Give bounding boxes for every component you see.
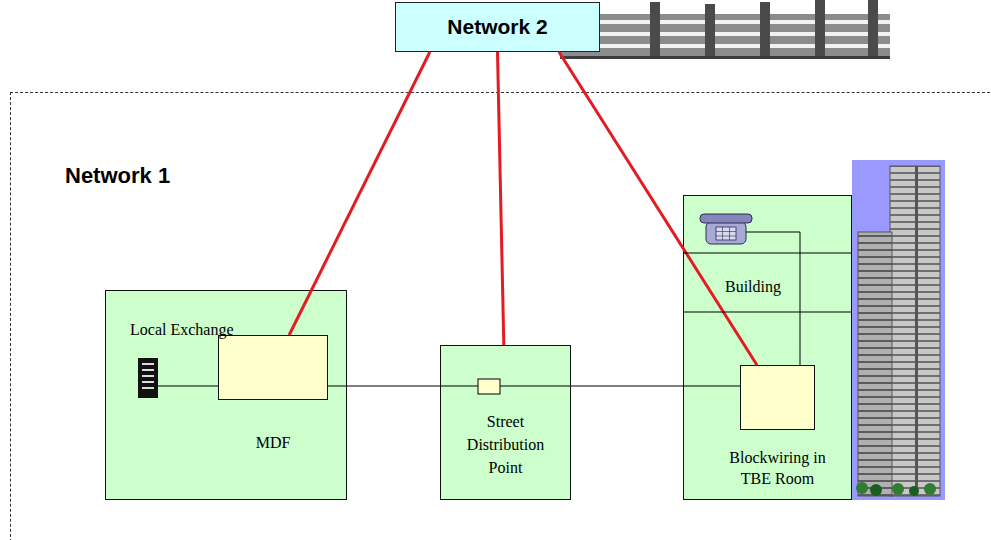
building-pillar	[760, 2, 770, 58]
skyscrapers	[852, 160, 945, 500]
network-link	[289, 52, 430, 335]
building-pillar	[650, 2, 660, 58]
building-body	[560, 14, 890, 58]
keypad-col	[722, 227, 723, 240]
terminal-block	[478, 379, 500, 394]
network-link	[559, 52, 757, 365]
tower	[858, 232, 892, 496]
switch-slot	[142, 381, 154, 383]
phone-base	[706, 222, 746, 244]
floor-line	[683, 312, 852, 313]
phone-handset	[700, 214, 752, 223]
blockwiring-frame: Blockwiring in TBE Room	[740, 365, 815, 430]
tower-edge	[915, 166, 918, 496]
copper-wire	[571, 386, 740, 387]
switch-body	[138, 358, 158, 398]
phone-keypad	[716, 227, 736, 240]
sky-panel	[852, 160, 945, 500]
exchange-switch-icon	[138, 358, 158, 398]
network-region: Network 1Local ExchangeMDFStreet Distrib…	[10, 92, 991, 540]
wire	[746, 232, 800, 365]
copper-wire	[328, 386, 440, 387]
tree	[856, 482, 868, 494]
keypad-row	[716, 231, 736, 232]
tower	[890, 166, 940, 496]
switch-slot	[142, 387, 154, 389]
wire	[500, 386, 570, 387]
keypad-col	[729, 227, 730, 240]
switch-slot	[142, 363, 154, 365]
mdf-frame: MDF	[218, 335, 328, 400]
box-label: Building	[725, 277, 781, 296]
tree	[909, 486, 919, 496]
building-band	[560, 32, 890, 36]
tree	[870, 484, 882, 496]
wire	[158, 386, 218, 387]
box-label: Blockwiring in TBE Room	[713, 448, 843, 490]
network-box: Network 2	[395, 2, 600, 52]
building-base	[560, 56, 890, 59]
box-label: MDF	[228, 433, 318, 452]
telephone-icon	[700, 214, 752, 244]
wire	[441, 386, 478, 387]
tree	[892, 483, 904, 495]
building-pillar	[868, 0, 878, 58]
network-label: Network 2	[396, 14, 599, 39]
floor-line	[683, 253, 852, 254]
building-box: BuildingBlockwiring in TBE Room	[683, 195, 852, 500]
box-label: Local Exchange	[130, 320, 234, 339]
switch-slot	[142, 375, 154, 377]
building-band	[560, 44, 890, 48]
network-label: Network 1	[65, 163, 170, 189]
exchange-box: Local ExchangeMDF	[105, 290, 347, 500]
switch-slot	[142, 369, 154, 371]
box-label: Street Distribution Point	[460, 410, 551, 480]
distribution-point-box: Street Distribution Point	[440, 345, 571, 500]
keypad-row	[716, 236, 736, 237]
building-pillar	[705, 4, 715, 58]
office-building	[560, 0, 890, 59]
tree	[924, 483, 936, 495]
building-band	[560, 20, 890, 24]
network-link	[498, 52, 504, 345]
building-pillar	[815, 0, 825, 58]
